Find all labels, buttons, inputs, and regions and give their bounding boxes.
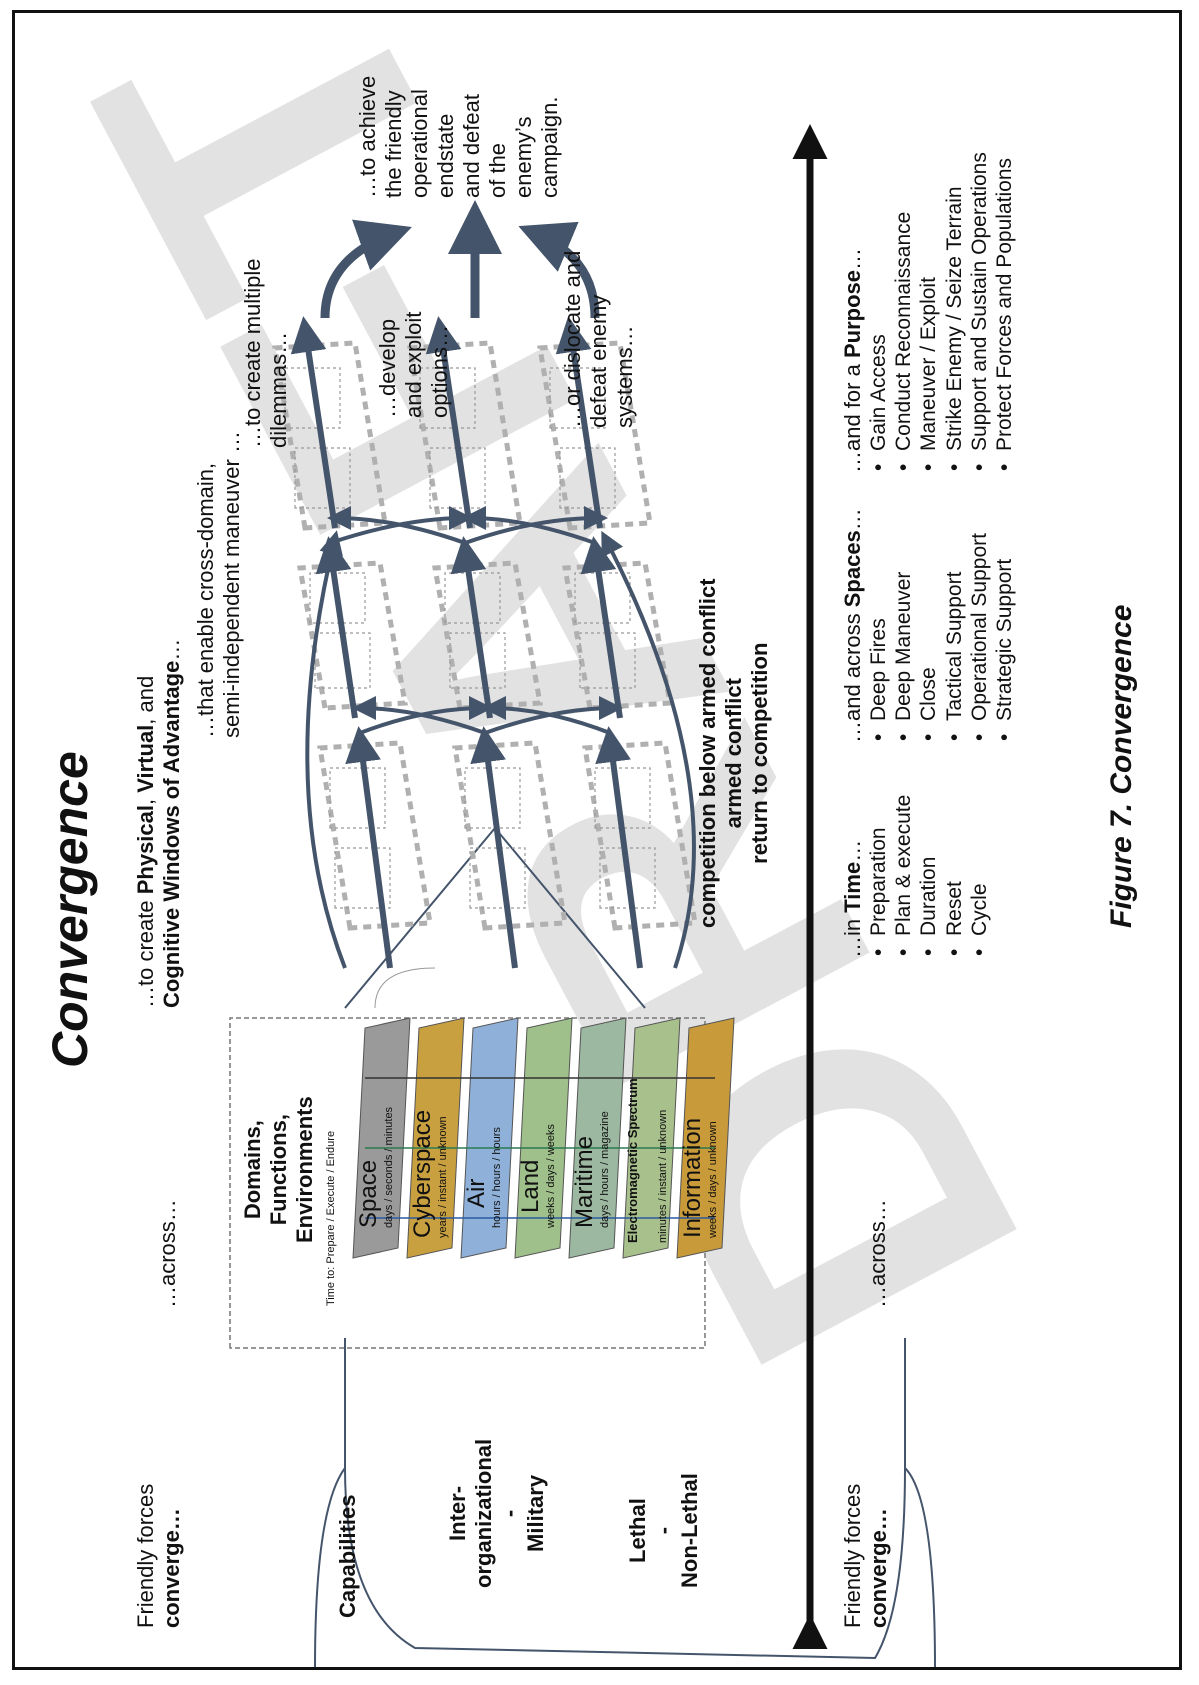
list-item: Duration [916, 795, 941, 958]
output-arrow-top [320, 219, 412, 319]
phases-text: competition below armed conflict armed c… [695, 578, 772, 928]
lane2-arrow-a [470, 726, 518, 969]
lane2-arrow-b [450, 536, 493, 719]
list-item: Preparation [866, 795, 891, 958]
domains-heading: Domains, Functions, Environments [240, 1096, 317, 1243]
capabilities-label: Capabilities [335, 1494, 360, 1618]
list-item: Close [916, 508, 941, 743]
diagram-graphics [229, 124, 936, 1667]
layer-info-name: Information [679, 1117, 706, 1238]
capabilities-bracket [314, 1338, 346, 1667]
purpose-list: Gain Access Conduct Reconnaissance Maneu… [866, 152, 1017, 473]
list-item: Operational Support [967, 508, 992, 743]
layer-cyber-time: years / instant / unknown [437, 1116, 449, 1238]
layer-maritime-time: days / hours / magazine [599, 1111, 611, 1228]
bottom-across: …across… [865, 1199, 890, 1308]
spaces-list: Deep Fires Deep Maneuver Close Tactical … [866, 508, 1017, 743]
list-item: Support and Sustain Operations [967, 152, 992, 473]
time-list: Preparation Plan & execute Duration Rese… [866, 795, 992, 958]
lane3-arrow-a [595, 726, 643, 969]
time-heading: …in Time… [840, 839, 865, 958]
layer-space-time: days / seconds / minutes [383, 1106, 395, 1228]
layer-land-time: weeks / days / weeks [545, 1124, 557, 1228]
list-item: Deep Fires [866, 508, 891, 743]
lane2-arrow-c [425, 316, 473, 529]
list-item: Cycle [967, 795, 992, 958]
output-arrow-bottom [518, 221, 600, 319]
layer-ems-time: minutes / instant / unknown [657, 1109, 669, 1243]
bottom-friendly-forces: Friendly forces converge… [840, 1483, 891, 1628]
inter-org-military-label: Inter- organizational - Military [445, 1438, 548, 1588]
layer-maritime-name: Maritime [571, 1135, 598, 1228]
endstate-text: …to achieve the friendly operational end… [355, 75, 562, 198]
lane3-arrow-c [555, 316, 603, 529]
domain-layers [352, 1017, 735, 1259]
lane3-arrow-b [580, 536, 623, 719]
purpose-heading: …and for a Purpose… [840, 248, 865, 473]
list-item: Conduct Reconnaissance [891, 152, 916, 473]
purpose-list-block: …and for a Purpose… Gain Access Conduct … [840, 152, 1017, 473]
figure-title: Convergence [42, 751, 98, 1068]
enable-text: …that enable cross-domain, semi-independ… [193, 431, 244, 738]
spaces-heading: …and across Spaces… [840, 508, 865, 743]
rotated-figure: DRAFT [15, 13, 1165, 1667]
dislocate-text: …or dislocate and defeat enemy systems… [560, 250, 637, 428]
dilemmas-text: …to create multiple dilemmas… [240, 258, 291, 448]
lane1-arrow-a [345, 726, 393, 969]
list-item: Maneuver / Exploit [916, 152, 941, 473]
list-item: Deep Maneuver [891, 508, 916, 743]
layer-air-name: Air [463, 1178, 490, 1208]
lane1-arrow-b [315, 536, 358, 719]
list-item: Plan & execute [891, 795, 916, 958]
list-item: Gain Access [866, 152, 891, 473]
list-item: Reset [942, 795, 967, 958]
options-text: …develop and exploit options… [375, 311, 452, 418]
list-item: Strike Enemy / Seize Terrain [942, 152, 967, 473]
list-item: Protect Forces and Populations [992, 152, 1017, 473]
windows-text: …to create Physical, Virtual, and Cognit… [133, 638, 184, 1008]
time-to-label: Time to: Prepare / Execute / Endure [325, 1130, 337, 1306]
lane1-arrow-c [290, 316, 338, 529]
layer-info-time: weeks / days / unknown [707, 1121, 719, 1238]
figure-caption: Figure 7. Convergence [1105, 604, 1138, 928]
lethal-nonlethal-label: Lethal - Non-Lethal [625, 1473, 702, 1588]
time-list-block: …in Time… Preparation Plan & execute Dur… [840, 795, 992, 958]
layer-space-name: Space [355, 1159, 382, 1228]
list-item: Strategic Support [992, 508, 1017, 743]
layer-air-time: hours / hours / hours [491, 1127, 503, 1228]
spaces-list-block: …and across Spaces… Deep Fires Deep Mane… [840, 508, 1017, 743]
layer-ems-name: Electromagnetic Spectrum [625, 1078, 640, 1243]
figure-frame: DRAFT [12, 10, 1182, 1670]
friendly-forces-label: Friendly forces converge… [133, 1483, 184, 1628]
layer-cyber-name: Cyberspace [409, 1109, 436, 1238]
across-label: …across… [155, 1199, 180, 1308]
layer-land-name: Land [517, 1159, 544, 1213]
list-item: Tactical Support [942, 508, 967, 743]
